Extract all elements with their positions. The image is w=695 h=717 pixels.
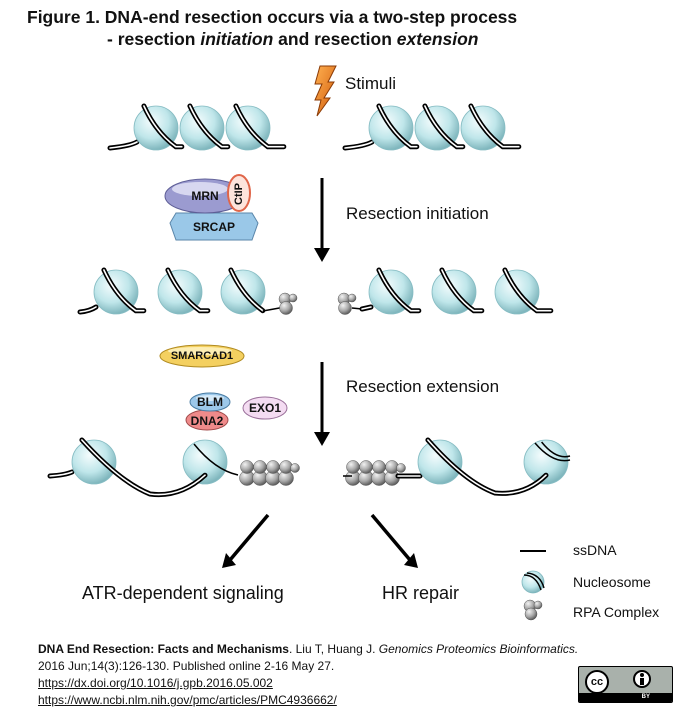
chromatin-row-extension bbox=[47, 437, 571, 498]
initiation-arrow-head bbox=[314, 248, 330, 262]
citation-line-1: DNA End Resection: Facts and Mechanisms.… bbox=[38, 641, 688, 658]
rpa-subunit bbox=[346, 460, 360, 474]
chromatin-row-intact bbox=[107, 103, 522, 151]
dsdna-strand-gap bbox=[235, 105, 285, 148]
exo1-label: EXO1 bbox=[248, 401, 281, 415]
dsdna-strand-gap bbox=[79, 306, 97, 313]
article-title: DNA End Resection: Facts and Mechanisms bbox=[38, 642, 289, 656]
rpa-subunit bbox=[290, 463, 300, 473]
ssdna-strand bbox=[534, 442, 571, 462]
signaling-arrow bbox=[228, 513, 270, 562]
dsdna-strand-gap bbox=[109, 141, 138, 149]
citation-details: 2016 Jun;14(3):126-130. Published online… bbox=[38, 659, 335, 673]
title-line-1: Figure 1. DNA-end resection occurs via a… bbox=[27, 7, 518, 27]
badge-bar bbox=[579, 693, 672, 702]
resection-extension-label: Resection extension bbox=[346, 377, 500, 396]
srcap-label: SRCAP bbox=[192, 220, 235, 234]
chromatin-row-initiation bbox=[77, 267, 554, 315]
rpa-subunit bbox=[359, 460, 373, 474]
nucleosome bbox=[71, 439, 117, 485]
cc-icon: cc bbox=[585, 670, 609, 694]
dsdna-strand-gap bbox=[49, 471, 73, 477]
nucleosome bbox=[523, 439, 569, 485]
hr-repair-label: HR repair bbox=[382, 583, 460, 603]
exo1-protein bbox=[242, 396, 288, 420]
dsdna-strand-gap bbox=[143, 105, 183, 148]
dsdna-strand-gap bbox=[361, 306, 372, 310]
figure-title: Figure 1. DNA-end resection occurs via a… bbox=[27, 6, 517, 50]
dsdna-strand-gap bbox=[189, 105, 229, 148]
resection-initiation-label: Resection initiation bbox=[346, 204, 489, 223]
authors: . Liu T, Huang J. bbox=[288, 642, 379, 656]
title-line-2: - resection initiation and resection ext… bbox=[107, 29, 479, 49]
journal: Genomics Proteomics Bioinformatics. bbox=[378, 642, 579, 656]
by-label: BY bbox=[641, 694, 650, 700]
signaling-arrow-head bbox=[222, 553, 236, 568]
smarcad1-protein bbox=[159, 344, 245, 368]
rpa-subunit bbox=[240, 460, 254, 474]
srcap-protein bbox=[169, 212, 259, 241]
mrn-label: MRN bbox=[191, 189, 219, 203]
doi-link[interactable]: https://dx.doi.org/10.1016/j.gpb.2016.05… bbox=[38, 676, 273, 690]
lightning-icon bbox=[314, 65, 337, 117]
hr-repair-arrow-head bbox=[404, 553, 418, 568]
dsdna-strand-gap bbox=[378, 269, 420, 312]
dsdna-strand-gap bbox=[103, 269, 145, 312]
smarcad1-label: SMARCAD1 bbox=[170, 350, 234, 362]
rpa-subunit bbox=[266, 460, 280, 474]
rpa-subunit bbox=[338, 301, 352, 315]
dsdna-strand-gap bbox=[81, 439, 206, 496]
rpa-subunit bbox=[279, 301, 293, 315]
attribution-person-icon bbox=[633, 670, 651, 688]
nucleosome bbox=[182, 439, 228, 485]
legend-rpa-label: RPA Complex bbox=[573, 604, 660, 620]
citation: DNA End Resection: Facts and Mechanisms.… bbox=[38, 641, 688, 709]
dsdna-strand-gap bbox=[167, 269, 209, 312]
dsdna-strand-gap bbox=[441, 269, 483, 312]
rpa-complex-icon bbox=[523, 599, 543, 621]
legend-ssdna-label: ssDNA bbox=[573, 542, 617, 558]
rpa-subunit bbox=[372, 460, 386, 474]
nucleosome bbox=[417, 439, 463, 485]
dsdna-strand-gap bbox=[504, 269, 552, 312]
ctip-label: CtIP bbox=[233, 183, 245, 205]
ssdna-strand bbox=[193, 443, 239, 476]
dsdna-strand-gap bbox=[470, 105, 520, 148]
dsdna-strand-gap bbox=[230, 269, 264, 312]
dna2-label: DNA2 bbox=[190, 414, 224, 428]
blm-label: BLM bbox=[197, 395, 223, 409]
blm-protein bbox=[189, 392, 231, 412]
dsdna-strand-gap bbox=[344, 141, 373, 149]
rpa-subunit bbox=[253, 460, 267, 474]
stimuli-label: Stimuli bbox=[345, 74, 397, 93]
dsdna-strand-gap bbox=[378, 105, 418, 148]
nucleosome-icon bbox=[521, 570, 545, 594]
ssdna-strand bbox=[541, 441, 571, 458]
cc-by-license-badge[interactable]: cc BY bbox=[578, 666, 673, 703]
rpa-subunit bbox=[288, 293, 298, 303]
legend-nucleosome-label: Nucleosome bbox=[573, 574, 651, 590]
pmc-link[interactable]: https://www.ncbi.nlm.nih.gov/pmc/article… bbox=[38, 693, 337, 707]
rpa-subunit bbox=[347, 293, 357, 303]
extension-arrow-head bbox=[314, 432, 330, 446]
ctip-protein bbox=[227, 174, 251, 212]
rpa-subunit bbox=[396, 463, 406, 473]
hr-repair-arrow bbox=[370, 513, 412, 562]
dsdna-strand-gap bbox=[424, 105, 464, 148]
dsdna-strand-gap bbox=[427, 439, 547, 495]
atr-signaling-label: ATR-dependent signaling bbox=[82, 583, 284, 603]
